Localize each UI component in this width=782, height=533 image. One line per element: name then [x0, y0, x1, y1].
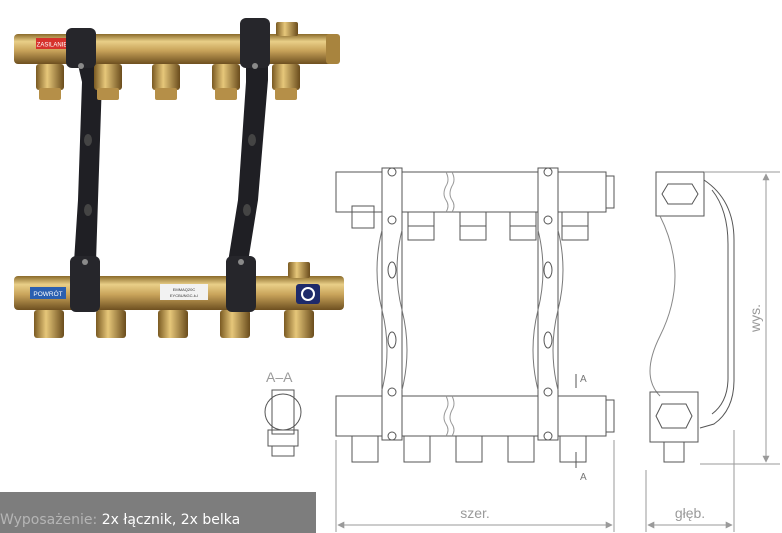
front-view-drawing: [335, 167, 615, 468]
svg-text:EMMAQ20C: EMMAQ20C: [173, 287, 196, 292]
caption-text: Wyposażenie: 2x łącznik, 2x belka: [0, 512, 240, 528]
section-view-drawing: [264, 389, 302, 457]
supply-outlets: [36, 64, 300, 100]
return-tag: [30, 287, 66, 299]
depth-label: głęb.: [675, 505, 705, 521]
section-marker-top: A: [580, 374, 587, 385]
supply-tag-text: ZASILANIE: [37, 43, 68, 49]
product-label: [160, 284, 208, 300]
caption-items: 2x łącznik, 2x belka: [101, 512, 241, 528]
section-marker-bottom: A: [580, 472, 587, 483]
equipment-caption: Wyposażenie: 2x łącznik, 2x belka: [0, 492, 316, 533]
caption-lead: Wyposażenie:: [0, 512, 98, 528]
dimension-lines: [335, 171, 780, 532]
supply-tag: [36, 38, 68, 49]
brand-logo: [296, 284, 320, 304]
return-tag-text: POWRÓT: [33, 289, 62, 298]
height-label: wys.: [747, 304, 763, 333]
right-bracket: [228, 20, 268, 262]
manifold-photo: ZASILANIE POWRÓT EMMAQ20C EYCBUNGC-k-l: [14, 18, 344, 338]
left-bracket: [70, 30, 102, 262]
return-outlets: [34, 310, 314, 338]
section-label: A–A: [266, 369, 293, 385]
svg-text:EYCBUNGC-k-l: EYCBUNGC-k-l: [170, 293, 198, 298]
width-label: szer.: [460, 505, 490, 521]
side-view-drawing: [649, 171, 735, 463]
